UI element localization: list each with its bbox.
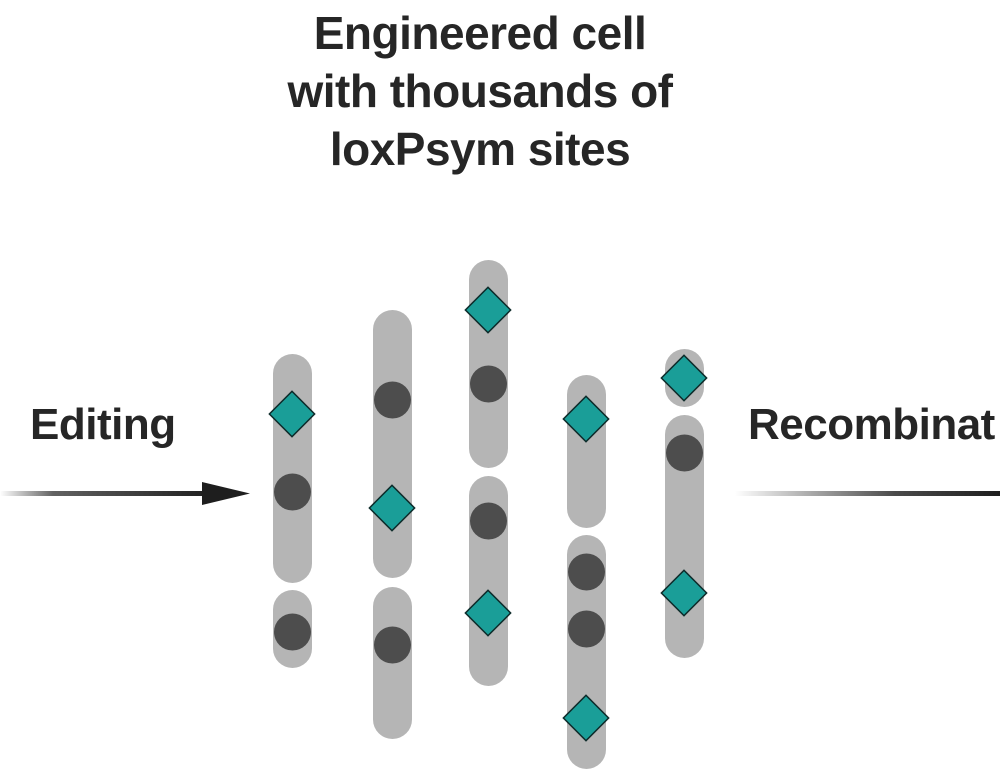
chromosome-5 [660, 349, 708, 658]
title-line-3: loxPsym sites [329, 123, 631, 175]
circle-icon [274, 473, 311, 511]
circle-icon [568, 553, 605, 591]
diamond-icon [562, 395, 610, 443]
diamond-icon [660, 354, 708, 402]
circle-icon [274, 613, 311, 651]
diagram-title: Engineered cell with thousands of loxPsy… [0, 4, 960, 178]
circle-icon [666, 434, 703, 472]
right-arrow-shaft [735, 491, 1000, 496]
recombination-label: Recombinat [748, 400, 995, 449]
diamond-icon [464, 589, 512, 637]
diamond-icon [268, 390, 316, 438]
circle-icon [374, 381, 411, 419]
chromosome-3 [464, 260, 512, 686]
chromosome-4 [562, 375, 610, 769]
title-line-2: with thousands of [287, 65, 673, 117]
circle-icon [470, 365, 507, 403]
circle-icon [374, 626, 411, 664]
chromosome-1 [268, 354, 316, 668]
title-line-1: Engineered cell [313, 7, 647, 59]
left-arrow-shaft [0, 491, 212, 496]
diamond-icon [464, 286, 512, 334]
circle-icon [568, 610, 605, 648]
chromosome-2 [368, 310, 416, 739]
arrow-right-icon [0, 482, 250, 505]
diamond-icon [368, 484, 416, 532]
diamond-icon [660, 569, 708, 617]
chromosome-1-arm-upper [273, 354, 312, 583]
chromosome-2-arm-upper [373, 310, 412, 578]
circle-icon [470, 502, 507, 540]
editing-label: Editing [30, 400, 176, 449]
left-arrow-head [202, 482, 250, 505]
diamond-icon [562, 694, 610, 742]
